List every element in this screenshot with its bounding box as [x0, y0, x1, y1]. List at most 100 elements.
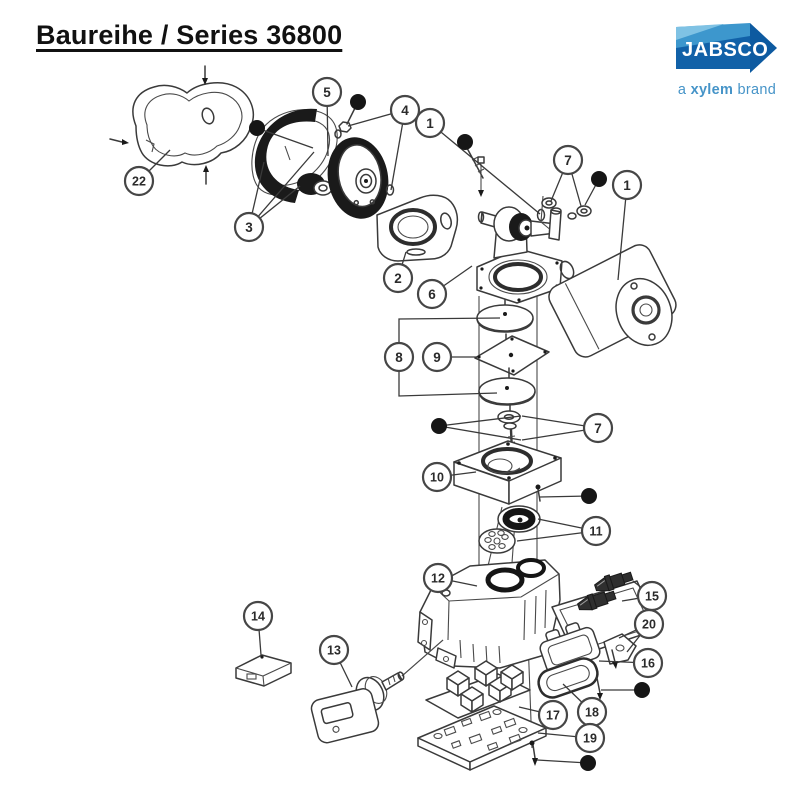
callout-circle-5 — [311, 76, 343, 108]
callout-circle-9 — [421, 341, 453, 373]
callout-13: 13 — [318, 634, 350, 666]
part-pump-body — [401, 558, 561, 677]
callout-number-13: 13 — [327, 644, 341, 658]
parts-layer — [109, 65, 677, 771]
callout-1: 1 — [414, 107, 446, 139]
callout-3: 3 — [233, 211, 265, 243]
callout-18: 18 — [576, 696, 608, 728]
jabsco-logo: JABSCO a xylem brand — [676, 22, 778, 98]
jabsco-logo-text: JABSCO — [682, 39, 768, 61]
callout-16: 16 — [632, 647, 664, 679]
callout-number-1: 1 — [426, 116, 434, 131]
callout-circle-4 — [389, 94, 421, 126]
index-dot — [634, 682, 650, 698]
callout-8: 8 — [383, 341, 415, 373]
index-dot-line — [536, 759, 589, 764]
index-dot-line — [256, 127, 314, 149]
part-drive-belt — [251, 108, 338, 203]
callout-14: 14 — [242, 600, 274, 632]
callout-number-17: 17 — [546, 709, 560, 723]
part-motor — [548, 244, 677, 358]
callout-circle-19 — [574, 722, 606, 754]
index-dots-layer — [249, 94, 650, 771]
index-dot — [591, 171, 607, 187]
part-slinger-hardware — [540, 195, 592, 241]
leader-line-3 — [248, 151, 315, 228]
callout-number-5: 5 — [323, 85, 331, 100]
callout-number-10: 10 — [430, 471, 444, 485]
callout-number-4: 4 — [401, 103, 409, 118]
callout-circle-13 — [318, 634, 350, 666]
page-title: Baureihe / Series 36800 — [36, 20, 343, 50]
callout-12: 12 — [422, 562, 454, 594]
jabsco-logo-banner-icon: JABSCO — [676, 23, 777, 73]
callout-circle-7 — [552, 144, 584, 176]
index-dot — [580, 755, 596, 771]
callout-circle-11 — [580, 515, 612, 547]
callout-number-15: 15 — [645, 590, 659, 604]
part-port-fittings — [577, 571, 634, 611]
callout-circle-6 — [416, 278, 448, 310]
callout-circle-3 — [233, 211, 265, 243]
callout-4: 4 — [389, 94, 421, 126]
leader-line-1 — [429, 122, 541, 215]
callout-circle-20 — [633, 608, 665, 640]
callout-22: 22 — [123, 165, 155, 197]
callout-number-6: 6 — [428, 287, 436, 302]
callout-7: 7 — [582, 412, 614, 444]
callout-number-7: 7 — [564, 153, 572, 168]
index-dot-line — [539, 495, 590, 498]
callout-number-7: 7 — [594, 421, 602, 436]
callout-number-2: 2 — [394, 271, 402, 286]
part-wearplate — [376, 194, 459, 262]
index-dot — [457, 134, 473, 150]
part-mounting-pad — [235, 654, 292, 687]
index-dot — [249, 120, 265, 136]
index-dot-line — [438, 415, 522, 427]
callout-number-22: 22 — [132, 175, 146, 189]
callout-circle-7 — [582, 412, 614, 444]
callout-number-18: 18 — [585, 706, 599, 720]
callout-20: 20 — [633, 608, 665, 640]
part-valve-housing — [425, 660, 531, 719]
callout-circle-8 — [383, 341, 415, 373]
part-base-plate — [417, 705, 547, 771]
callout-number-3: 3 — [245, 220, 253, 235]
part-dampener — [537, 622, 603, 700]
callout-number-14: 14 — [251, 610, 265, 624]
callout-9: 9 — [421, 341, 453, 373]
index-dot — [431, 418, 447, 434]
index-dot — [350, 94, 366, 110]
callout-number-12: 12 — [431, 572, 445, 586]
callout-19: 19 — [574, 722, 606, 754]
leader-line-1 — [617, 184, 628, 281]
callout-circle-12 — [422, 562, 454, 594]
index-dot — [581, 488, 597, 504]
callout-10: 10 — [421, 461, 453, 493]
callout-circle-17 — [537, 699, 569, 731]
callout-5: 5 — [311, 76, 343, 108]
part-diaphragm-stack — [474, 299, 550, 460]
callout-circle-16 — [632, 647, 664, 679]
callout-15: 15 — [636, 580, 668, 612]
callout-circle-14 — [242, 600, 274, 632]
part-end-cover — [109, 65, 255, 185]
callout-number-19: 19 — [583, 732, 597, 746]
callout-number-8: 8 — [395, 350, 403, 365]
part-pulley — [327, 103, 395, 219]
callout-number-1: 1 — [623, 178, 631, 193]
callout-circle-22 — [123, 165, 155, 197]
callout-6: 6 — [416, 278, 448, 310]
callout-circle-10 — [421, 461, 453, 493]
callout-number-9: 9 — [433, 350, 441, 365]
callout-number-11: 11 — [589, 525, 602, 539]
callout-number-16: 16 — [641, 657, 655, 671]
callout-2: 2 — [382, 262, 414, 294]
callout-circle-1 — [611, 169, 643, 201]
callout-1: 1 — [611, 169, 643, 201]
callout-17: 17 — [537, 699, 569, 731]
xylem-tagline: a xylem brand — [677, 82, 777, 98]
